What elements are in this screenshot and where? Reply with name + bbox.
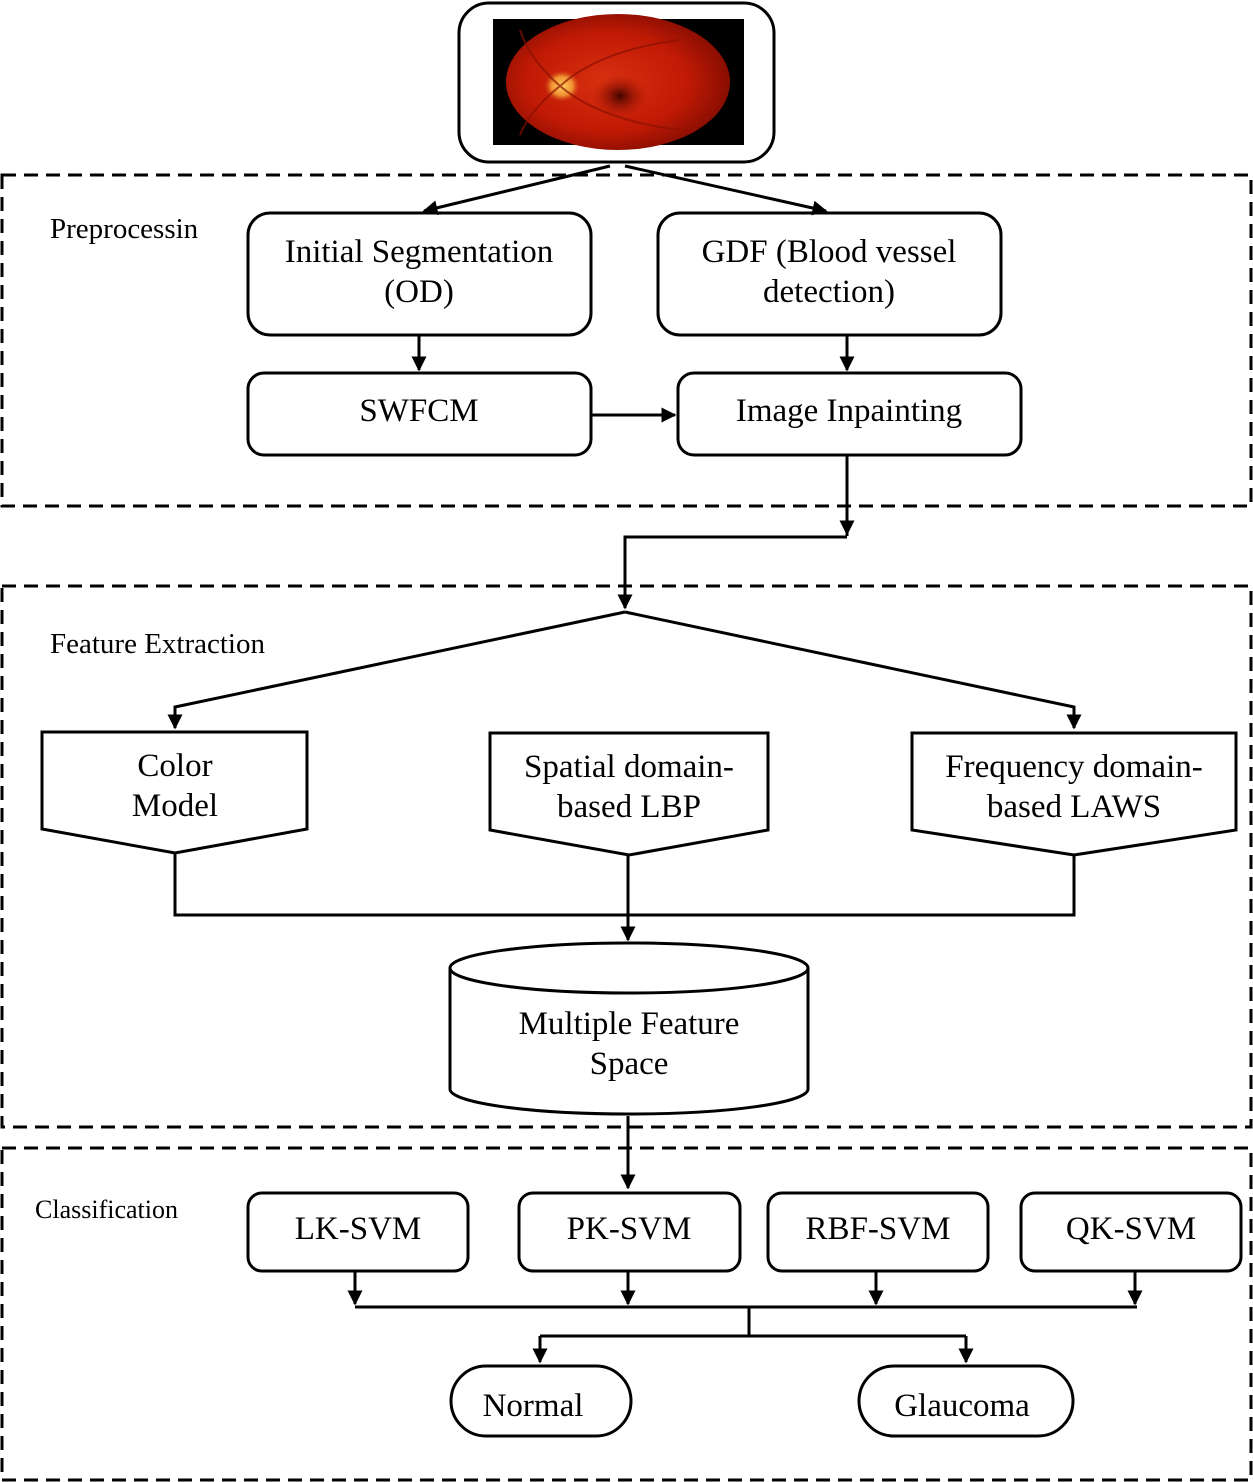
frequency-laws-box [910,731,1238,857]
pk-svm-box [517,1191,742,1273]
lk-svm-label: LK-SVM [295,1211,422,1247]
glaucoma-output [857,1364,1075,1438]
glaucoma-label: Glaucoma [894,1388,1030,1424]
gdf-box [656,211,1003,337]
gdf-label-2: detection) [763,274,895,310]
section-label-feature-extraction: Feature Extraction [50,628,265,660]
section-label-classification: Classification [35,1195,178,1224]
gdf-label-1: GDF (Blood vessel [702,234,957,270]
initial-segmentation-label-1: Initial Segmentation [285,234,554,270]
normal-output [449,1364,633,1438]
swfcm-box [246,371,593,457]
preprocessing-section [0,173,1253,508]
spatial-lbp-label-2: based LBP [557,789,701,825]
spatial-lbp-label-1: Spatial domain- [524,749,734,785]
preprocessing-connectors [411,164,855,610]
spatial-lbp-box [488,731,770,857]
swfcm-label: SWFCM [359,393,478,429]
color-model-label-1: Color [137,748,212,784]
color-model-label-2: Model [132,788,218,824]
feature-connectors [167,610,1082,942]
rbf-svm-label: RBF-SVM [806,1211,951,1247]
frequency-laws-label-1: Frequency domain- [945,749,1203,785]
pk-svm-label: PK-SVM [567,1211,692,1247]
image-inpainting-box [676,371,1023,457]
feature-space-label-1: Multiple Feature [519,1006,740,1042]
lk-svm-box [246,1191,470,1273]
image-inpainting-label: Image Inpainting [736,393,962,429]
qk-svm-label: QK-SVM [1066,1211,1196,1247]
rbf-svm-box [766,1191,990,1273]
color-model-box [40,730,309,855]
multiple-feature-space-cylinder [448,941,810,1116]
qk-svm-box [1019,1191,1243,1273]
section-label-preprocessing: Preprocessin [50,213,199,245]
initial-segmentation-box [246,211,593,337]
frequency-laws-label-2: based LAWS [987,789,1161,825]
initial-segmentation-label-2: (OD) [384,274,454,310]
input-image-frame [457,1,776,164]
classification-connectors [347,1116,1143,1364]
feature-space-label-2: Space [590,1046,669,1082]
normal-label: Normal [483,1388,584,1424]
